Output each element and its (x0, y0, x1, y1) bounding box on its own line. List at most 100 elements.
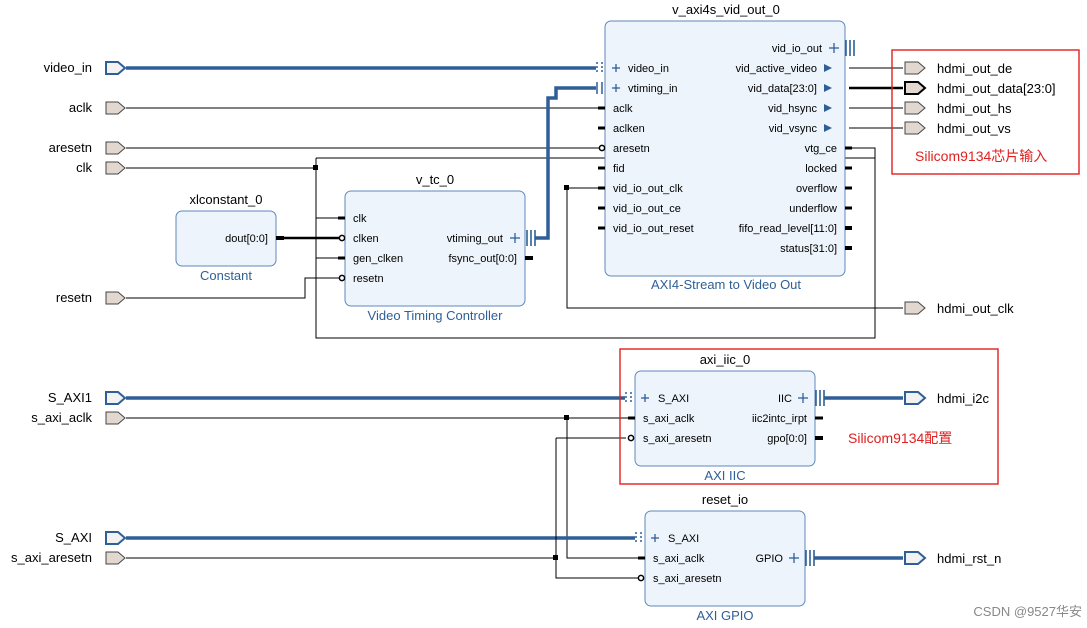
arrow-right-icon (824, 124, 832, 132)
pin-label: aclk (613, 103, 633, 115)
pin-label: S_AXI (658, 393, 689, 405)
pin-label: iic2intc_irpt (752, 413, 807, 425)
port-hdmi-out-data[interactable]: hdmi_out_data[23:0] (904, 81, 1056, 96)
pin-label: video_in (628, 63, 669, 75)
pin-label: s_axi_aresetn (643, 433, 712, 445)
block-subtitle: AXI IIC (704, 468, 745, 483)
svg-text:video_in: video_in (44, 60, 92, 75)
block-subtitle: AXI GPIO (696, 608, 753, 623)
svg-text:clk: clk (76, 160, 92, 175)
inverted-pin-icon (627, 434, 635, 442)
block-subtitle: Constant (200, 268, 252, 283)
pin-label: vid_vsync (769, 123, 818, 135)
pin-label: vid_active_video (736, 63, 817, 75)
port-s-axi-aclk[interactable]: s_axi_aclk (31, 410, 126, 425)
port-aclk[interactable]: aclk (69, 100, 126, 115)
watermark-text: CSDN @9527华安 (973, 604, 1082, 619)
annotation-label: Silicom9134配置 (848, 430, 952, 446)
port-clk[interactable]: clk (76, 160, 126, 175)
port-video-in[interactable]: video_in (44, 60, 127, 75)
svg-text:hdmi_rst_n: hdmi_rst_n (937, 551, 1001, 566)
wire-clk[interactable] (126, 147, 903, 339)
inverted-pin-icon (637, 574, 645, 582)
svg-text:hdmi_out_de: hdmi_out_de (937, 61, 1012, 76)
pin-label: gpo[0:0] (767, 433, 807, 445)
wire-s-axi-aresetn[interactable] (126, 437, 638, 579)
wire-vtiming[interactable] (535, 86, 596, 240)
block-instance-name: reset_io (702, 492, 748, 507)
pin-label: dout[0:0] (225, 233, 268, 245)
inverted-pin-icon (338, 234, 346, 242)
block-subtitle: AXI4-Stream to Video Out (651, 277, 801, 292)
block-xlconstant[interactable]: xlconstant_0 Constant dout[0:0] (175, 192, 284, 283)
pin-label: IIC (778, 393, 792, 405)
left-pins: video_in vtiming_in aclk aclken aresetn … (596, 62, 694, 235)
pin-label: fid (613, 163, 625, 175)
block-vtc[interactable]: v_tc_0 Video Timing Controller clk clken… (338, 172, 536, 323)
block-instance-name: v_tc_0 (416, 172, 454, 187)
port-resetn[interactable]: resetn (56, 290, 126, 305)
port-s-axi1[interactable]: S_AXI1 (48, 390, 127, 405)
pin-label: locked (805, 163, 837, 175)
inverted-pin-icon (338, 274, 346, 282)
wire-s-axi-aclk[interactable] (126, 415, 645, 559)
pin-label: vtiming_in (628, 83, 678, 95)
pin-label: resetn (353, 273, 384, 285)
block-instance-name: v_axi4s_vid_out_0 (672, 2, 780, 17)
port-hdmi-out-vs[interactable]: hdmi_out_vs (904, 121, 1011, 136)
bus-interface-icon (625, 392, 649, 404)
output-ports: hdmi_out_de hdmi_out_data[23:0] hdmi_out… (904, 61, 1056, 566)
pin-label: s_axi_aclk (653, 553, 705, 565)
pin-label: vtg_ce (805, 143, 837, 155)
bus-interface-icon (798, 390, 825, 406)
svg-text:hdmi_out_hs: hdmi_out_hs (937, 101, 1012, 116)
block-reset-io[interactable]: reset_io AXI GPIO S_AXI s_axi_aclk s_axi… (635, 492, 815, 623)
port-hdmi-out-de[interactable]: hdmi_out_de (904, 61, 1012, 76)
bus-interface-icon (635, 532, 659, 544)
svg-text:hdmi_out_vs: hdmi_out_vs (937, 121, 1011, 136)
bus-interface-icon (596, 62, 620, 74)
pin-label: fifo_read_level[11:0] (739, 223, 837, 235)
pin-label: vid_io_out_clk (613, 183, 683, 195)
bus-interface-icon (789, 550, 815, 566)
svg-text:aclk: aclk (69, 100, 93, 115)
pin-label: aclken (613, 123, 645, 135)
port-s-axi-aresetn[interactable]: s_axi_aresetn (11, 550, 126, 565)
svg-text:s_axi_aclk: s_axi_aclk (31, 410, 92, 425)
bus-interface-icon (510, 230, 536, 246)
svg-text:s_axi_aresetn: s_axi_aresetn (11, 550, 92, 565)
pin-label: S_AXI (668, 533, 699, 545)
block-instance-name: xlconstant_0 (190, 192, 263, 207)
port-hdmi-rst-n[interactable]: hdmi_rst_n (904, 551, 1001, 566)
svg-text:S_AXI1: S_AXI1 (48, 390, 92, 405)
block-instance-name: axi_iic_0 (700, 352, 751, 367)
pin-label: vid_io_out (772, 43, 822, 55)
pin-label: gen_clken (353, 253, 403, 265)
port-hdmi-i2c[interactable]: hdmi_i2c (904, 391, 990, 406)
pin-label: s_axi_aresetn (653, 573, 722, 585)
inverted-pin-icon (598, 144, 606, 152)
port-hdmi-out-clk[interactable]: hdmi_out_clk (904, 301, 1014, 316)
arrow-right-icon (824, 84, 832, 92)
svg-text:hdmi_i2c: hdmi_i2c (937, 391, 990, 406)
port-s-axi[interactable]: S_AXI (55, 530, 127, 545)
annotation-video-out: Silicom9134芯片输入 (891, 49, 1080, 175)
svg-text:hdmi_out_data[23:0]: hdmi_out_data[23:0] (937, 81, 1056, 96)
wires (126, 66, 903, 579)
bus-interface-icon (596, 82, 620, 94)
wire-resetn[interactable] (126, 277, 340, 299)
port-hdmi-out-hs[interactable]: hdmi_out_hs (904, 101, 1012, 116)
pin-label: vid_data[23:0] (748, 83, 817, 95)
block-axi-iic[interactable]: axi_iic_0 AXI IIC S_AXI s_axi_aclk s_axi… (625, 352, 825, 483)
pin-label: aresetn (613, 143, 650, 155)
block-body[interactable] (344, 190, 526, 307)
annotation-box (619, 348, 999, 485)
port-aresetn[interactable]: aresetn (49, 140, 126, 155)
block-vid-out[interactable]: v_axi4s_vid_out_0 AXI4-Stream to Video O… (596, 2, 855, 292)
input-ports: video_in aclk aresetn clk resetn S_AXI1 … (11, 60, 127, 565)
svg-text:S_AXI: S_AXI (55, 530, 92, 545)
bus-interface-icon (829, 40, 855, 56)
annotation-box (891, 49, 1080, 175)
annotation-iic: Silicom9134配置 (619, 348, 999, 485)
